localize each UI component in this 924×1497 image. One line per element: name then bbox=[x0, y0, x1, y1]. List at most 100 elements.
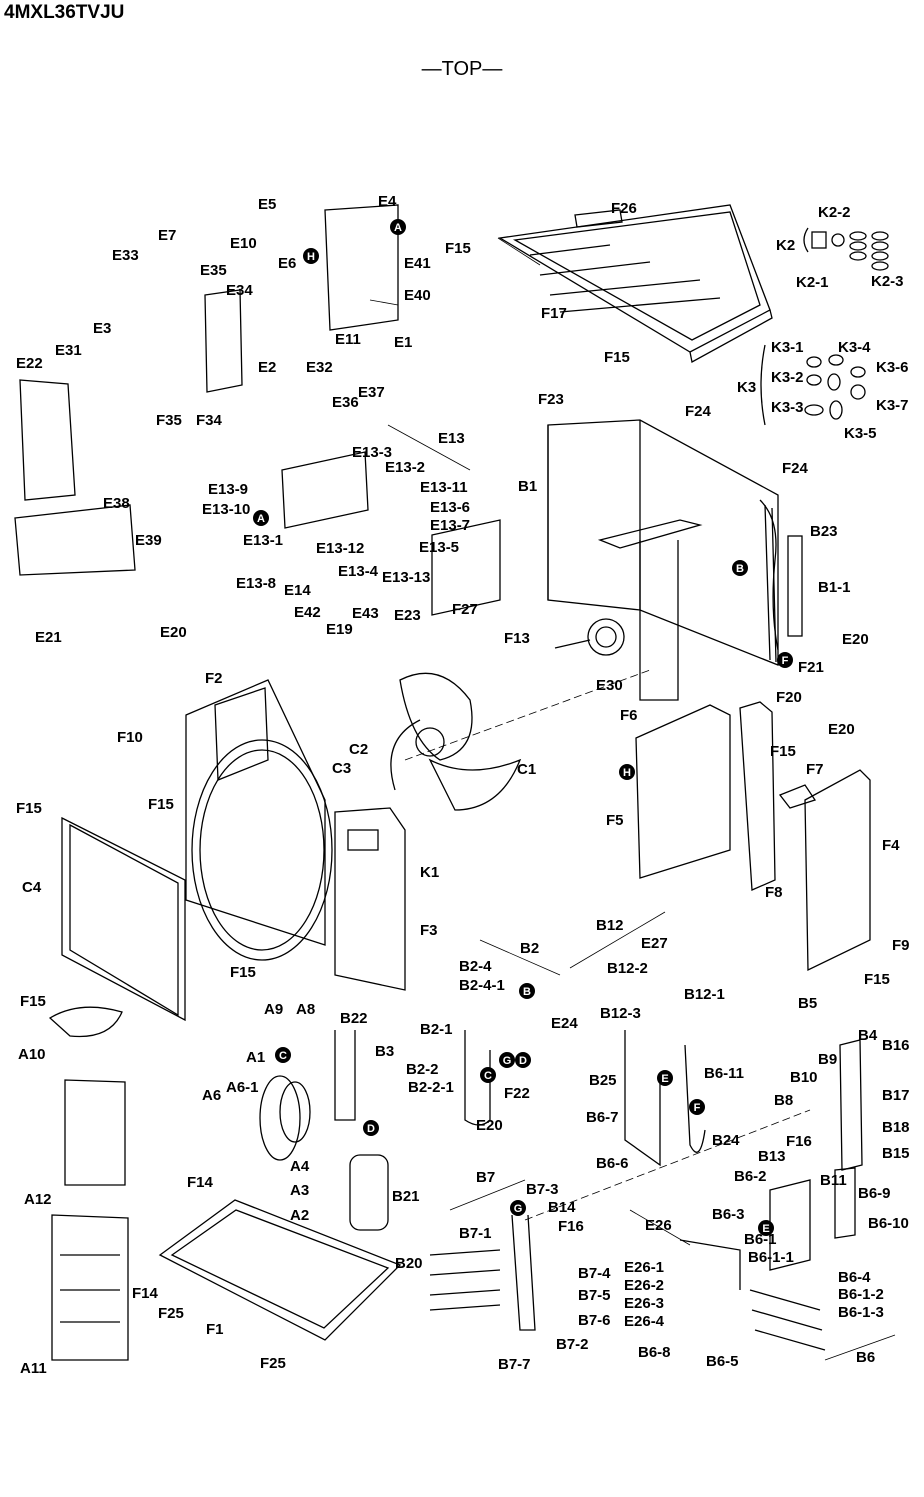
part-label-b23: B23 bbox=[810, 523, 838, 540]
marker-a: A bbox=[390, 219, 406, 235]
part-label-b10: B10 bbox=[790, 1069, 818, 1086]
part-label-e7: E7 bbox=[158, 227, 176, 244]
part-label-c4: C4 bbox=[22, 879, 42, 896]
part-label-b3: B3 bbox=[375, 1043, 394, 1060]
part-label-b7-1: B7-1 bbox=[459, 1225, 492, 1242]
part-label-b7: B7 bbox=[476, 1169, 495, 1186]
part-label-b2-4: B2-4 bbox=[459, 958, 492, 975]
svg-text:F: F bbox=[694, 1102, 701, 1114]
compressor-drawing bbox=[259, 1030, 389, 1231]
base-plate-drawing bbox=[158, 1199, 402, 1341]
part-label-a8: A8 bbox=[296, 1001, 315, 1018]
marker-b: B bbox=[732, 560, 748, 576]
part-label-e38: E38 bbox=[103, 495, 130, 512]
part-label-b25: B25 bbox=[589, 1072, 617, 1089]
wire-guard-drawing bbox=[61, 816, 186, 1022]
part-label-b6-4: B6-4 bbox=[838, 1269, 871, 1286]
part-label-f16: F16 bbox=[558, 1218, 584, 1235]
svg-text:A: A bbox=[394, 222, 402, 234]
part-label-b2-4-1: B2-4-1 bbox=[459, 977, 505, 994]
part-label-e37: E37 bbox=[358, 384, 385, 401]
part-label-e26-3: E26-3 bbox=[624, 1295, 664, 1312]
part-label-b7-7: B7-7 bbox=[498, 1356, 531, 1373]
part-label-b7-5: B7-5 bbox=[578, 1287, 611, 1304]
svg-text:B: B bbox=[736, 563, 744, 575]
part-label-f13: F13 bbox=[504, 630, 530, 647]
part-label-b12-2: B12-2 bbox=[607, 960, 648, 977]
marker-d: D bbox=[515, 1052, 531, 1068]
part-label-e5: E5 bbox=[258, 196, 276, 213]
part-label-b6-9: B6-9 bbox=[858, 1185, 891, 1202]
part-label-e13-4: E13-4 bbox=[338, 563, 379, 580]
kit-parts-drawing bbox=[760, 227, 889, 426]
part-label-e11: E11 bbox=[335, 331, 361, 348]
part-label-b7-2: B7-2 bbox=[556, 1336, 589, 1353]
part-label-f2: F2 bbox=[205, 670, 223, 687]
marker-c: C bbox=[480, 1067, 496, 1083]
svg-text:E: E bbox=[661, 1073, 668, 1085]
part-label-e23: E23 bbox=[394, 607, 421, 624]
part-label-f21: F21 bbox=[798, 659, 824, 676]
part-label-f15: F15 bbox=[148, 796, 174, 813]
part-label-b18: B18 bbox=[882, 1119, 910, 1136]
part-label-f4: F4 bbox=[882, 837, 900, 854]
part-label-e26-2: E26-2 bbox=[624, 1277, 664, 1294]
part-label-b2-1: B2-1 bbox=[420, 1021, 453, 1038]
svg-text:A: A bbox=[257, 513, 265, 525]
part-label-f15: F15 bbox=[864, 971, 890, 988]
part-label-b6-7: B6-7 bbox=[586, 1109, 619, 1126]
part-label-e31: E31 bbox=[55, 342, 82, 359]
part-label-b7-3: B7-3 bbox=[526, 1181, 559, 1198]
part-label-a11: A11 bbox=[20, 1360, 47, 1377]
insulation-jackets-drawing bbox=[48, 1006, 129, 1361]
svg-text:E: E bbox=[762, 1223, 769, 1235]
part-label-b6-1-1: B6-1-1 bbox=[748, 1249, 794, 1266]
part-label-b4: B4 bbox=[858, 1027, 878, 1044]
part-label-a10: A10 bbox=[18, 1046, 46, 1063]
part-label-k3: K3 bbox=[737, 379, 756, 396]
part-label-e21: E21 bbox=[35, 629, 62, 646]
part-label-f24: F24 bbox=[685, 403, 712, 420]
part-label-a9: A9 bbox=[264, 1001, 283, 1018]
svg-text:C: C bbox=[484, 1070, 492, 1082]
part-label-e14: E14 bbox=[284, 582, 311, 599]
part-label-e2: E2 bbox=[258, 359, 276, 376]
part-label-f15: F15 bbox=[16, 800, 42, 817]
part-label-b6: B6 bbox=[856, 1349, 875, 1366]
part-label-f15: F15 bbox=[445, 240, 471, 257]
part-label-f8: F8 bbox=[765, 884, 783, 901]
part-label-f9: F9 bbox=[892, 937, 910, 954]
part-label-b5: B5 bbox=[798, 995, 817, 1012]
part-label-f10: F10 bbox=[117, 729, 143, 746]
part-label-e13-6: E13-6 bbox=[430, 499, 470, 516]
part-label-e35: E35 bbox=[200, 262, 227, 279]
part-label-e13-13: E13-13 bbox=[382, 569, 430, 586]
svg-text:B: B bbox=[523, 986, 531, 998]
condenser-coil-drawing bbox=[547, 419, 803, 701]
part-label-f20: F20 bbox=[776, 689, 802, 706]
part-label-k3-2: K3-2 bbox=[771, 369, 804, 386]
part-label-k2: K2 bbox=[776, 237, 795, 254]
svg-text:D: D bbox=[519, 1055, 527, 1067]
part-label-k2-2: K2-2 bbox=[818, 204, 851, 221]
marker-b: B bbox=[519, 983, 535, 999]
part-label-e32: E32 bbox=[306, 359, 333, 376]
part-label-b6-5: B6-5 bbox=[706, 1353, 739, 1370]
part-label-e26-4: E26-4 bbox=[624, 1313, 665, 1330]
part-label-a6: A6 bbox=[202, 1087, 221, 1104]
part-label-f5: F5 bbox=[606, 812, 624, 829]
part-label-e4: E4 bbox=[378, 193, 397, 210]
part-label-e13-11: E13-11 bbox=[420, 479, 468, 496]
part-label-b6-3: B6-3 bbox=[712, 1206, 745, 1223]
part-label-b17: B17 bbox=[882, 1087, 910, 1104]
part-label-e20: E20 bbox=[476, 1117, 503, 1134]
rear-panels-drawing bbox=[635, 701, 871, 972]
part-label-b1: B1 bbox=[518, 478, 537, 495]
part-label-e24: E24 bbox=[551, 1015, 578, 1032]
part-label-e13-1: E13-1 bbox=[243, 532, 283, 549]
fan-propeller-drawing bbox=[390, 672, 522, 811]
part-label-b2-2: B2-2 bbox=[406, 1061, 439, 1078]
part-label-f24: F24 bbox=[782, 460, 809, 477]
